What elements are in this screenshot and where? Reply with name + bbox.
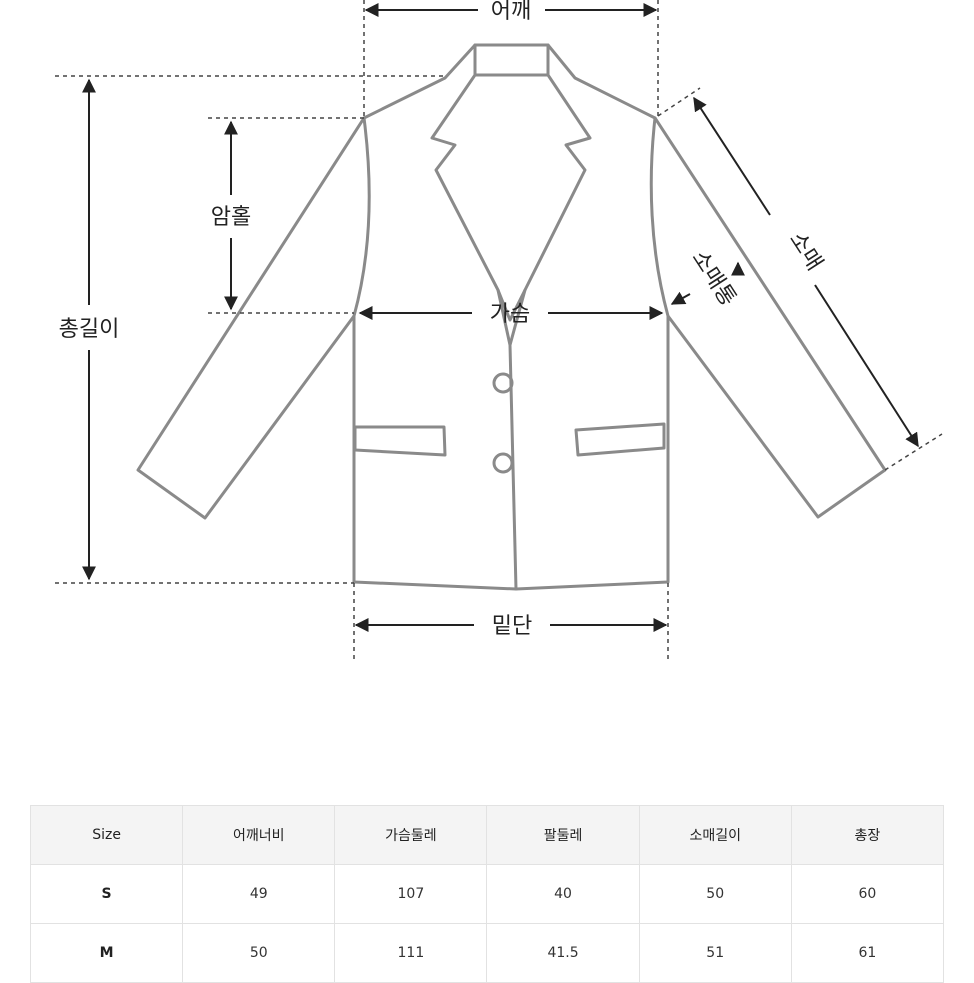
armhole-measure: 암홀 [211, 120, 251, 311]
jacket-outline [136, 43, 887, 591]
table-cell: 50 [182, 923, 336, 983]
button-top [492, 372, 514, 394]
total-length-measure: 총길이 [59, 78, 120, 581]
jacket-measurement-diagram: 어깨 암홀 총길이 가슴 밑단 소매 소매통 [55, 0, 943, 660]
left-pocket [353, 425, 447, 457]
header-total-length: 총장 [790, 805, 945, 865]
collar-band [473, 43, 550, 77]
table-cell: 60 [790, 864, 945, 924]
table-cell: 111 [334, 923, 488, 983]
shoulder-label: 어깨 [491, 0, 531, 24]
header-shoulder-width: 어깨너비 [182, 805, 336, 865]
total-length-label: 총길이 [59, 317, 120, 342]
sleeve-width-label: 소매통 [686, 246, 740, 311]
sleeve-label: 소매 [784, 228, 827, 276]
size-cell: S [29, 864, 184, 924]
table-row: S 49 107 40 50 60 [29, 864, 945, 924]
sleeve-width-measure: 소매통 [670, 246, 745, 311]
hem-label: 밑단 [492, 614, 532, 639]
lapel-notch [496, 288, 527, 322]
size-table: Size 어깨너비 가슴둘레 팔둘레 소매길이 총장 S 49 107 40 5… [29, 805, 945, 983]
left-lapel [430, 73, 512, 347]
right-armhole-seam [649, 116, 670, 318]
button-bottom [492, 452, 514, 474]
size-table-header-row: Size 어깨너비 가슴둘레 팔둘레 소매길이 총장 [29, 805, 945, 865]
table-cell: 41.5 [486, 923, 640, 983]
shoulder-measure: 어깨 [364, 0, 658, 24]
table-cell: 40 [486, 864, 640, 924]
size-cell: M [29, 923, 184, 983]
left-armhole-seam [352, 116, 371, 318]
table-cell: 49 [182, 864, 336, 924]
jacket-illustration [136, 43, 887, 591]
chest-measure: 가슴 [358, 302, 664, 327]
chest-label: 가슴 [490, 302, 530, 327]
header-size: Size [29, 805, 184, 865]
table-cell: 61 [790, 923, 945, 983]
header-arm-circumference: 팔둘레 [486, 805, 640, 865]
hem-measure: 밑단 [354, 614, 668, 639]
header-sleeve-length: 소매길이 [638, 805, 792, 865]
table-cell: 50 [638, 864, 792, 924]
guide-lines [55, 0, 943, 660]
table-cell: 107 [334, 864, 488, 924]
right-lapel [508, 73, 592, 347]
right-pocket [574, 422, 666, 457]
armhole-label: 암홀 [211, 205, 251, 230]
header-chest-circumference: 가슴둘레 [334, 805, 488, 865]
